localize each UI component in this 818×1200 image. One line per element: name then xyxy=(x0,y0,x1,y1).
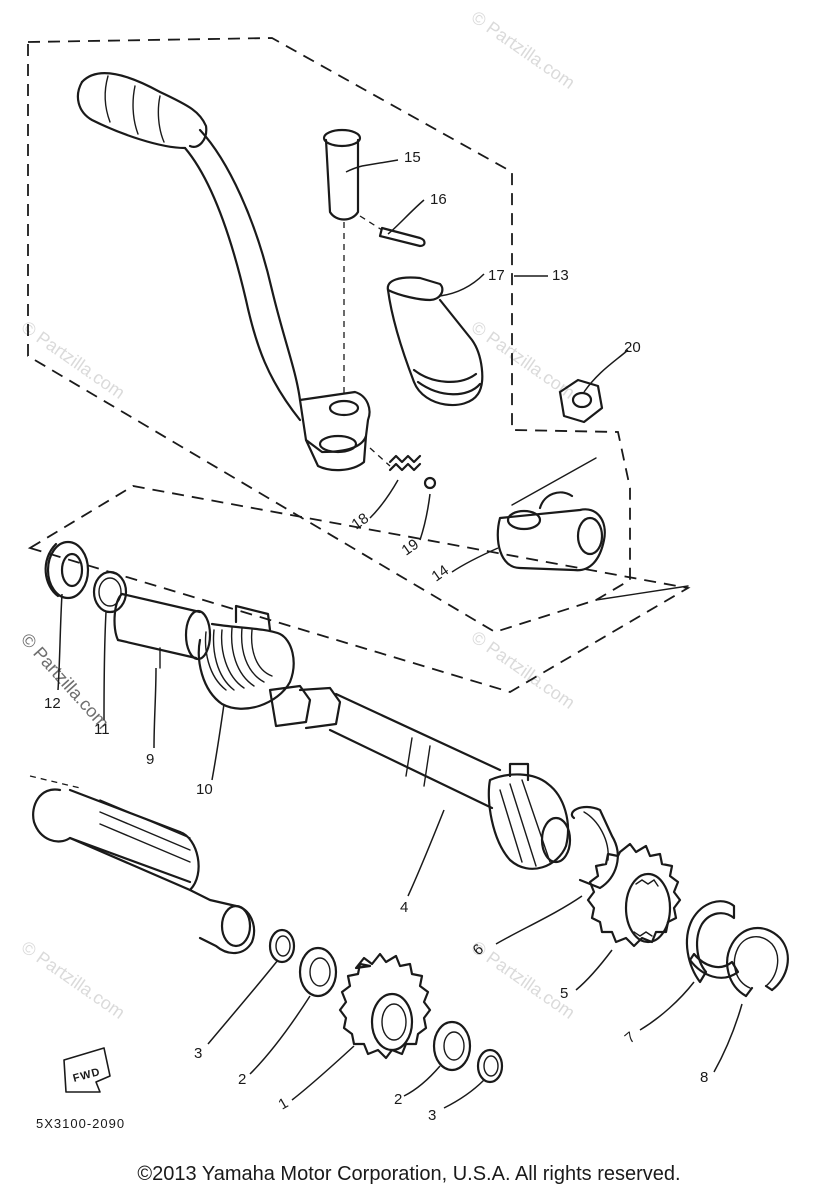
callout-1: 1 xyxy=(276,1095,292,1114)
kick-lever xyxy=(76,72,371,472)
callout-2-upper: 2 xyxy=(238,1071,246,1088)
fwd-arrow-icon: FWD xyxy=(63,1047,111,1093)
callouts: 15 16 17 13 20 18 19 14 12 11 9 10 4 6 5… xyxy=(44,149,708,1124)
watermark: © Partzilla.com xyxy=(468,627,579,713)
washer-3-lower xyxy=(476,1048,504,1084)
idle-gear-1 xyxy=(338,952,432,1060)
pin-17 xyxy=(322,128,362,398)
kick-axle-4 xyxy=(268,684,572,870)
watermark: © Partzilla.com xyxy=(18,317,129,403)
callout-14: 14 xyxy=(429,562,452,585)
washer-3-upper xyxy=(268,928,296,964)
callout-7: 7 xyxy=(622,1029,639,1047)
callout-2-lower: 2 xyxy=(394,1091,402,1108)
callout-3-lower: 3 xyxy=(428,1107,436,1124)
kick-crank-assembly-outline xyxy=(27,37,631,633)
ball-16 xyxy=(423,476,437,490)
nut-20 xyxy=(558,378,604,424)
callout-18: 17 xyxy=(488,267,505,284)
washer-2-lower xyxy=(432,1020,472,1072)
callout-8: 8 xyxy=(700,1069,708,1086)
spring-15 xyxy=(369,447,422,472)
spring-clip-7 xyxy=(685,900,740,984)
callout-19: 16 xyxy=(430,191,447,208)
watermark: © Partzilla.com xyxy=(468,937,579,1023)
spring-guide-9 xyxy=(113,592,212,669)
callout-15: 18 xyxy=(349,510,372,533)
ratchet-wheel-5 xyxy=(586,842,682,948)
cotter-pin-19 xyxy=(359,215,426,248)
crank-boss-14 xyxy=(496,491,606,572)
callout-13: 13 xyxy=(552,267,569,284)
alignment-lines xyxy=(511,457,689,601)
leader-lines xyxy=(57,159,743,1109)
callout-5: 5 xyxy=(560,985,568,1002)
circlip-8 xyxy=(726,926,789,998)
watermark-dark: © Partzilla.com xyxy=(17,629,113,733)
clip-6 xyxy=(570,805,619,890)
kick-boss-18 xyxy=(386,276,484,407)
callout-16: 19 xyxy=(399,536,422,559)
torsion-spring-10 xyxy=(197,604,295,710)
callout-4: 4 xyxy=(400,899,408,916)
callout-17: 15 xyxy=(404,149,421,166)
washer-2-upper xyxy=(298,946,338,998)
callout-3-upper: 3 xyxy=(194,1045,202,1062)
part-code: 5X3100-2090 xyxy=(36,1116,125,1131)
callout-20: 20 xyxy=(624,339,641,356)
copyright-notice: ©2013 Yamaha Motor Corporation, U.S.A. A… xyxy=(137,1163,681,1185)
callout-12: 12 xyxy=(44,695,61,712)
idle-shaft xyxy=(29,775,256,955)
callout-11: 11 xyxy=(94,721,110,738)
watermark: © Partzilla.com xyxy=(468,7,579,93)
watermark: © Partzilla.com xyxy=(18,937,129,1023)
oil-seal-12 xyxy=(44,540,90,600)
circlip-11 xyxy=(92,570,128,614)
shaft-group-outline xyxy=(27,485,691,693)
callout-9: 9 xyxy=(146,751,154,768)
callout-10: 10 xyxy=(196,781,213,798)
